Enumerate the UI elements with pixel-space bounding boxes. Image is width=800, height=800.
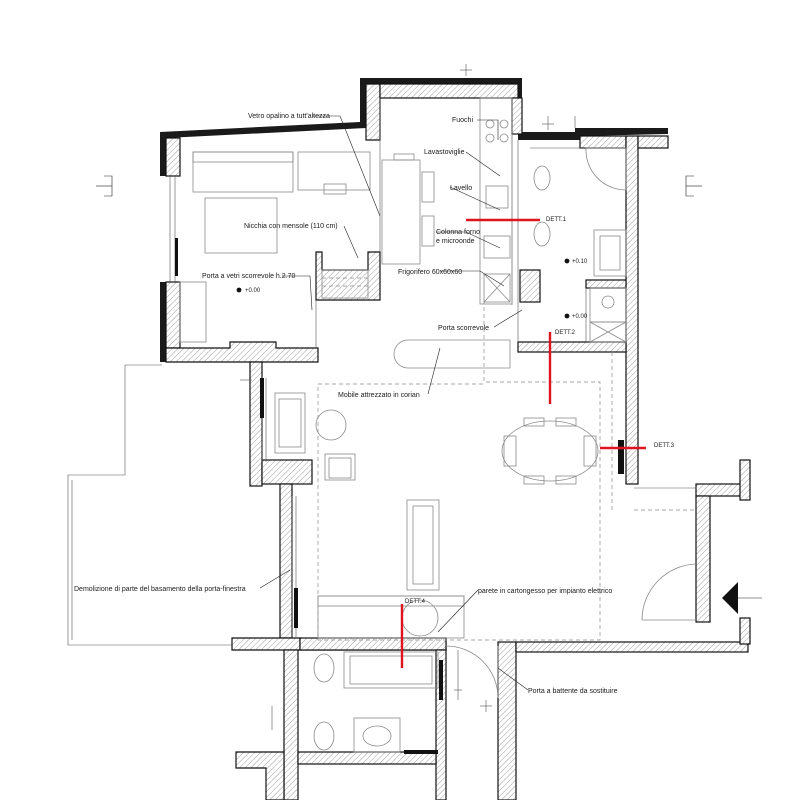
entrance-arrow-icon xyxy=(722,582,762,614)
section-marker-icon xyxy=(96,175,702,197)
label-porta-scorrevole: Porta scorrevole xyxy=(438,325,489,332)
furniture xyxy=(179,97,697,753)
label-colonna-1: Colonna forno xyxy=(436,229,480,236)
label-lavastoviglie: Lavastoviglie xyxy=(424,149,465,156)
label-colonna-2: e microonde xyxy=(436,238,475,245)
level-bath-upper: +0.10 xyxy=(572,259,588,265)
level-marker-icon xyxy=(236,258,570,319)
hatched-walls xyxy=(165,83,751,800)
label-vetro: Vetro opalino a tutt'altezza xyxy=(248,113,330,120)
label-lavello: Lavello xyxy=(450,185,472,192)
exterior-walls xyxy=(160,78,668,362)
section-lines xyxy=(400,218,646,668)
label-nicchia: Nicchia con mensole (110 cm) xyxy=(244,223,338,230)
tag-dett-1: DETT.1 xyxy=(546,217,567,223)
terrace-outline xyxy=(67,364,232,646)
level-living: +0.00 xyxy=(245,288,261,294)
tag-dett-3: DETT.3 xyxy=(654,443,675,449)
level-bath-lower: +0.00 xyxy=(572,314,588,320)
leader-lines xyxy=(259,115,529,691)
label-fuochi: Fuochi xyxy=(452,117,473,124)
label-mobile: Mobile attrezzato in corian xyxy=(338,392,420,399)
tag-dett-2: DETT.2 xyxy=(555,330,576,336)
label-porta-vetri: Porta a vetri scorrevole h.2.70 xyxy=(202,273,295,280)
tag-dett-4: DETT.4 xyxy=(405,599,426,605)
label-demolizione: Demolizione di parte del basamento della… xyxy=(74,586,246,593)
label-porta-battente: Porta a battente da sostituire xyxy=(528,688,618,695)
label-parete: parete in cartongesso per impianto elett… xyxy=(478,588,612,595)
label-frigorifero: Frigorifero 60x60x60 xyxy=(398,269,462,276)
